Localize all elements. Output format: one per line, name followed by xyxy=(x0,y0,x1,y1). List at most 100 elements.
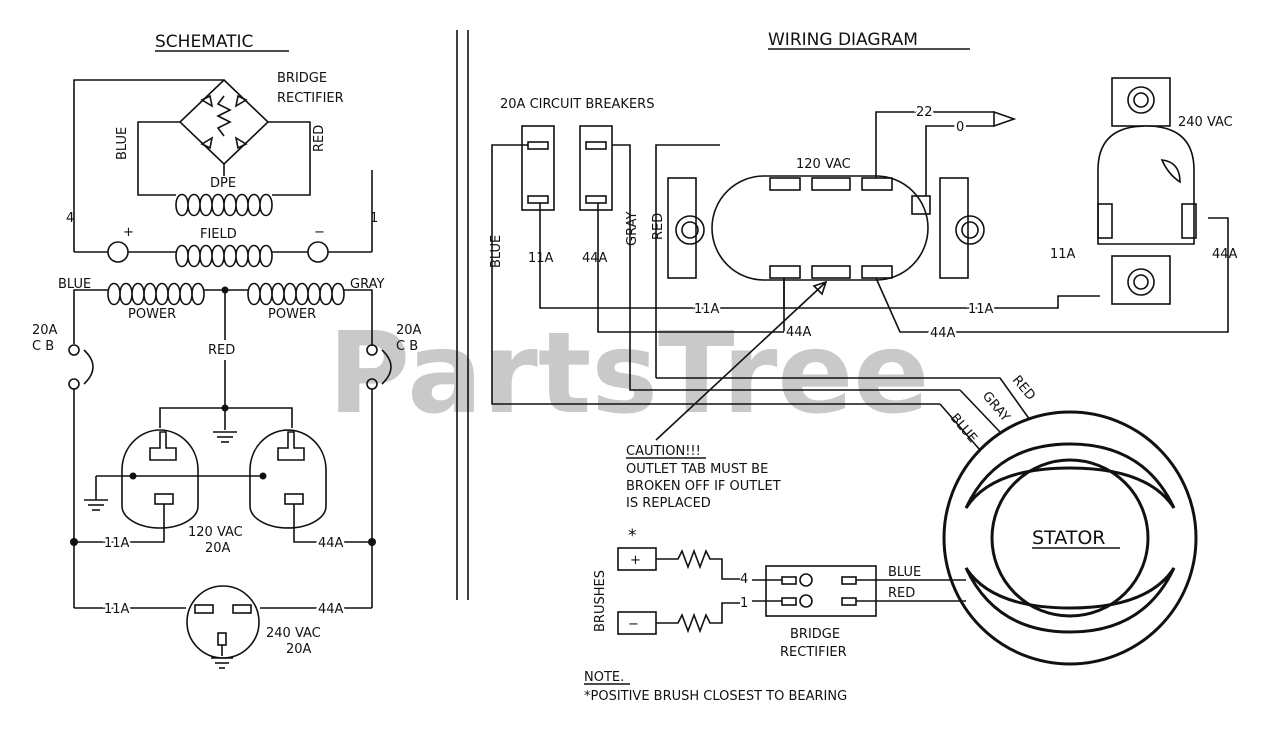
breaker-left-arc xyxy=(83,349,94,385)
outlet-240vac-receptacle xyxy=(1097,77,1197,305)
wire-44a-label-right: 44A xyxy=(930,326,956,341)
breakers-label: 20A CIRCUIT BREAKERS xyxy=(500,97,654,112)
field-label: FIELD xyxy=(200,227,237,242)
outlet-120-label-1: 120 VAC xyxy=(188,525,243,540)
stator-red-label: RED xyxy=(1009,373,1038,404)
outlet-240vac-symbol xyxy=(186,585,260,659)
wire-gray-label: GRAY xyxy=(625,212,640,246)
red-center-label: RED xyxy=(208,343,235,358)
wire-4-top xyxy=(73,79,224,252)
blue-left-label: BLUE xyxy=(58,277,91,292)
outlet-240-11a-label: 11A xyxy=(1050,247,1076,262)
blue-label: BLUE xyxy=(115,127,130,160)
vac120-label: 120 VAC xyxy=(796,157,851,172)
caution-line-2: BROKEN OFF IF OUTLET xyxy=(626,479,781,494)
caution-arrow xyxy=(655,281,827,441)
outlet-120vac-symbol xyxy=(84,429,327,529)
watermark: PartsTree xyxy=(328,309,929,439)
field-coil xyxy=(175,244,273,268)
wire-11a-label: 11A xyxy=(694,302,720,317)
breaker-11a-label: 11A xyxy=(528,251,554,266)
wiring-panel: WIRING DIAGRAM 20A CIRCUIT BREAKERS BLUE… xyxy=(489,30,1238,704)
w11a-lower-label: 11A xyxy=(104,602,130,617)
outlet-240-44a-label: 44A xyxy=(1212,247,1238,262)
field-plus: + xyxy=(123,225,134,240)
dpe-coil xyxy=(175,193,273,217)
wire-11a xyxy=(539,203,784,309)
rect-bridge-label-2: RECTIFIER xyxy=(780,645,847,660)
rect-bridge-label-1: BRIDGE xyxy=(790,627,840,642)
wire-1-label: 1 xyxy=(740,596,748,611)
breaker-44a-label: 44A xyxy=(582,251,608,266)
stator-blue-label: BLUE xyxy=(947,411,980,446)
rect-red-label: RED xyxy=(888,586,915,601)
resistor-positive xyxy=(656,548,740,580)
wire-blue-label: BLUE xyxy=(489,235,504,268)
cb-left-label-1: 20A xyxy=(32,323,58,338)
outlet-240-label-1: 240 VAC xyxy=(266,626,321,641)
caution-heading: CAUTION!!! xyxy=(626,444,701,459)
stator-symbol xyxy=(942,410,1198,666)
outlet-120vac-receptacle xyxy=(667,175,985,281)
wire-11a-label-right: 11A xyxy=(968,302,994,317)
connector-arrow-icon xyxy=(993,110,1017,128)
stator-label: STATOR xyxy=(1032,527,1105,549)
w44a-lower-label: 44A xyxy=(318,602,344,617)
wire-gray xyxy=(612,144,960,391)
power-left-label: POWER xyxy=(128,307,176,322)
wire-44a-label: 44A xyxy=(786,325,812,340)
cb-right-label-2: C B xyxy=(396,339,418,354)
wire-22-label: 22 xyxy=(916,105,933,120)
power-coil-right xyxy=(247,282,345,306)
wire-11a-bus xyxy=(783,278,1100,309)
red-label: RED xyxy=(312,125,327,152)
brush-minus: − xyxy=(628,617,639,632)
power-coil-left xyxy=(107,282,205,306)
brush-plus: + xyxy=(630,553,641,568)
wire-4-label: 4 xyxy=(740,572,748,587)
cb-right-label-1: 20A xyxy=(396,323,422,338)
brushes-label: BRUSHES xyxy=(593,570,608,632)
breaker-11a xyxy=(521,125,555,211)
plus-terminal-icon xyxy=(799,573,813,587)
schematic-title: SCHEMATIC xyxy=(155,32,253,52)
dpe-label: DPE xyxy=(210,176,236,191)
cb-left-label-2: C B xyxy=(32,339,54,354)
note-heading: NOTE. xyxy=(584,670,624,685)
minus-terminal-icon xyxy=(799,594,813,608)
wire-blue xyxy=(491,144,940,405)
note-text: *POSITIVE BRUSH CLOSEST TO BEARING xyxy=(584,689,847,704)
field-minus: − xyxy=(314,225,325,240)
schematic-panel: SCHEMATIC BRIDGE RECTIFIER BLUE RED DPE … xyxy=(32,32,422,669)
bridge-rectifier-label-2: RECTIFIER xyxy=(277,91,344,106)
wire-4-label: 4 xyxy=(66,211,74,226)
wire-red xyxy=(268,121,311,196)
caution-line-3: IS REPLACED xyxy=(626,496,711,511)
rect-blue-label: BLUE xyxy=(888,565,921,580)
caution-line-1: OUTLET TAB MUST BE xyxy=(626,462,768,477)
ground-icon xyxy=(211,657,233,669)
resistor-negative xyxy=(656,602,740,634)
wire-blue xyxy=(137,121,180,196)
outlet-240-label-2: 20A xyxy=(286,642,312,657)
wire-red-label: RED xyxy=(651,213,666,240)
ground-icon xyxy=(213,431,237,443)
outlet-120-label-2: 20A xyxy=(205,541,231,556)
vac240-label: 240 VAC xyxy=(1178,115,1233,130)
wire-1-label: 1 xyxy=(370,211,378,226)
bridge-rectifier-block xyxy=(765,565,877,617)
wire-44a xyxy=(597,203,784,333)
w11a-upper-label: 11A xyxy=(104,536,130,551)
bridge-rectifier-label-1: BRIDGE xyxy=(277,71,327,86)
breaker-left-contact xyxy=(68,344,80,356)
stator-gray-label: GRAY xyxy=(979,389,1013,425)
breaker-44a xyxy=(579,125,613,211)
wiring-title: WIRING DIAGRAM xyxy=(768,30,918,50)
wire-red xyxy=(655,144,720,378)
w44a-upper-label: 44A xyxy=(318,536,344,551)
gray-right-label: GRAY xyxy=(350,277,384,292)
breaker-right-arc xyxy=(381,349,392,385)
brush-negative xyxy=(307,241,329,263)
